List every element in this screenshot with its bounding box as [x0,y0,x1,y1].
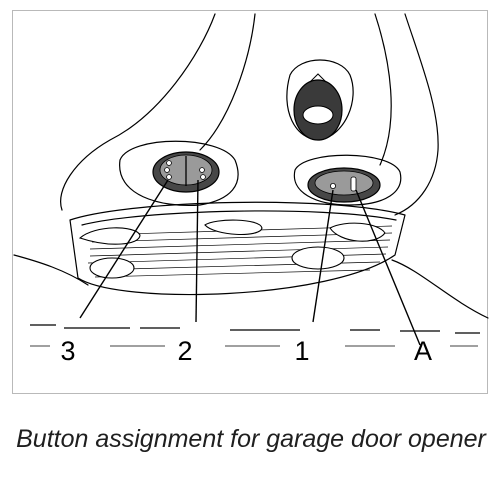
buttons-1-a [307,167,381,203]
right-housing [293,154,402,206]
leader-a [355,189,421,346]
button-a-indicator [350,176,357,192]
button-2-dot [200,174,206,180]
callout-label-2: 2 [177,336,193,366]
leader-3 [79,179,169,319]
button-2-dot [199,167,205,173]
button-3-dot [164,167,170,173]
button-1-dot [329,182,336,189]
leader-lines [79,179,421,346]
headliner-right-curve [391,259,489,319]
button-3-dot [166,160,172,166]
lamp-panel-inner [81,210,397,226]
headliner-left-edge [13,254,89,286]
center-lamp-switch [204,219,263,236]
baseline-dashes [30,324,480,334]
left-housing [119,140,239,207]
buttons-3-2 [152,151,220,193]
mirror-base-outline [286,59,354,141]
console-inner-left [199,13,256,151]
leader-2 [195,179,199,323]
headliner-outline [60,13,216,211]
right-lamp-lens [291,246,345,270]
left-lamp-switch [78,227,141,245]
console-inner-right [374,13,392,166]
callout-label-3: 3 [60,336,76,366]
callout-label-a: A [413,336,432,366]
lamp-panel [69,201,406,296]
button-3-dot [166,174,172,180]
callout-label-1: 1 [294,336,310,366]
mirror-mount [293,73,343,141]
headliner-outline-right [394,13,439,216]
figure-caption: Button assignment for garage door opener [16,425,486,453]
leader-1 [312,189,334,323]
